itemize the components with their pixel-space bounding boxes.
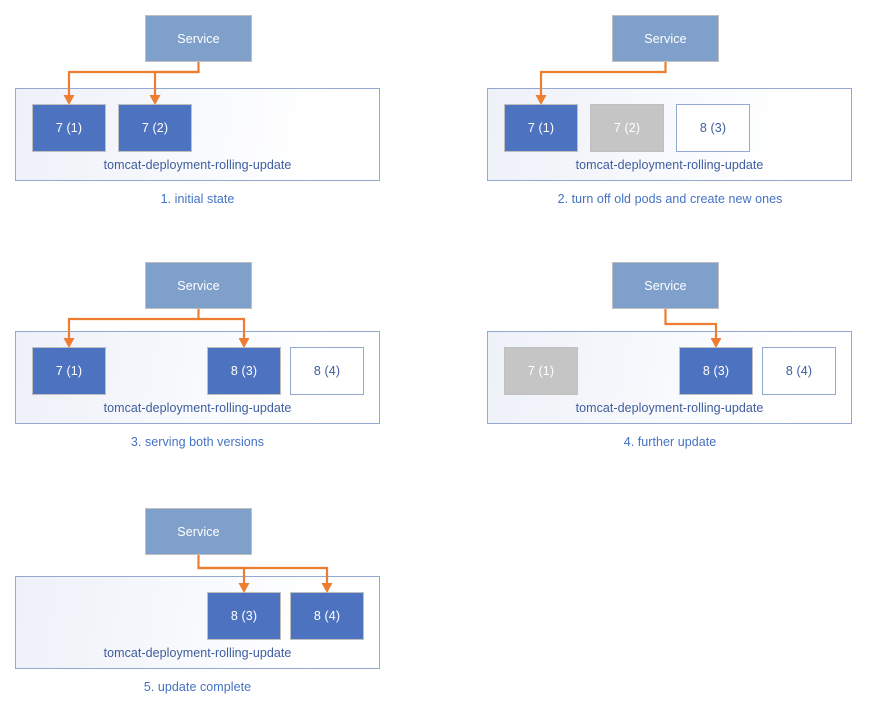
service-box: Service xyxy=(612,262,719,309)
pod-8-3: 8 (3) xyxy=(676,104,750,152)
deployment-name-label: tomcat-deployment-rolling-update xyxy=(575,158,764,172)
pod-8-3: 8 (3) xyxy=(207,592,281,640)
service-box: Service xyxy=(145,15,252,62)
deployment-name-label: tomcat-deployment-rolling-update xyxy=(103,158,292,172)
pod-7-1: 7 (1) xyxy=(32,347,106,395)
pod-7-2: 7 (2) xyxy=(590,104,664,152)
service-box: Service xyxy=(612,15,719,62)
panel-5-caption: 5. update complete xyxy=(143,680,252,694)
pod-8-3: 8 (3) xyxy=(207,347,281,395)
deployment-name-label: tomcat-deployment-rolling-update xyxy=(103,646,292,660)
pod-8-4: 8 (4) xyxy=(762,347,836,395)
pod-8-4: 8 (4) xyxy=(290,347,364,395)
deployment-name-label: tomcat-deployment-rolling-update xyxy=(575,401,764,415)
pod-7-1: 7 (1) xyxy=(32,104,106,152)
pod-8-4: 8 (4) xyxy=(290,592,364,640)
pod-7-1: 7 (1) xyxy=(504,104,578,152)
service-box: Service xyxy=(145,262,252,309)
service-box: Service xyxy=(145,508,252,555)
panel-3-caption: 3. serving both versions xyxy=(130,435,265,449)
pod-8-3: 8 (3) xyxy=(679,347,753,395)
panel-2-caption: 2. turn off old pods and create new ones xyxy=(557,192,783,206)
panel-4-caption: 4. further update xyxy=(623,435,717,449)
pod-7-2: 7 (2) xyxy=(118,104,192,152)
panel-1-caption: 1. initial state xyxy=(160,192,235,206)
pod-7-1: 7 (1) xyxy=(504,347,578,395)
deployment-name-label: tomcat-deployment-rolling-update xyxy=(103,401,292,415)
